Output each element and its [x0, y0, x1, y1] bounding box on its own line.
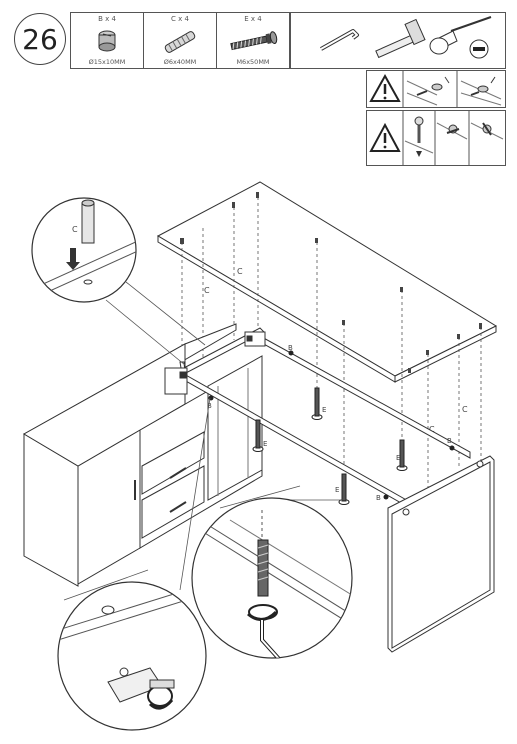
- wooden-dowel-icon: [164, 31, 196, 53]
- cam-bolt-icon: [230, 31, 278, 51]
- label-c-2: C: [204, 286, 210, 295]
- label-e-2: E: [263, 440, 267, 448]
- part-e-dimension: M6x50MM: [236, 58, 270, 66]
- sideboard-cabinet: [22, 323, 263, 587]
- part-b: B x 4 Ø15x10MM: [71, 13, 144, 68]
- detail-bolt-insertion: [191, 497, 353, 659]
- label-e-3: E: [396, 454, 400, 462]
- label-b-4: B: [376, 494, 381, 502]
- step-number-badge: 26: [14, 13, 66, 65]
- cam-locks: [208, 350, 455, 500]
- warning-panel-top: [366, 70, 506, 108]
- label-b-2: B: [207, 402, 212, 410]
- part-e: E x 4 M6x50MM: [217, 13, 289, 68]
- cam-lock-engage-icon: [436, 122, 468, 140]
- desk-side-leg: [387, 455, 495, 653]
- warning-triangle-icon: [369, 73, 401, 102]
- bolt-insertion-icon: [404, 116, 434, 157]
- cam-bolts: [252, 387, 408, 505]
- allen-key-icon: [320, 29, 359, 51]
- part-b-dimension: Ø15x10MM: [88, 58, 126, 66]
- cam-lock-tighten-icon: [470, 122, 504, 140]
- label-b-1: B: [288, 344, 293, 352]
- flat-screwdriver-icon: [429, 16, 492, 59]
- label-c-3: C: [462, 405, 468, 414]
- warning-triangle-icon: [369, 122, 401, 152]
- cam-lock-correct-orientation-icon: [406, 76, 450, 106]
- label-b-3: B: [447, 437, 452, 445]
- detail-dowel-insertion: C: [31, 197, 137, 303]
- label-c-4: C: [429, 425, 435, 434]
- hammer-icon: [375, 18, 426, 59]
- part-c-qty: C x 4: [171, 15, 189, 23]
- label-e-4: E: [335, 486, 339, 494]
- part-b-qty: B x 4: [98, 15, 116, 23]
- cam-lock-rotated-icon: [460, 76, 502, 106]
- desk-top-panel: [156, 181, 498, 383]
- label-c-1: C: [237, 267, 243, 276]
- cam-lock-icon: [98, 30, 116, 52]
- part-e-qty: E x 4: [244, 15, 262, 23]
- part-c: C x 4 Ø6x40MM: [144, 13, 217, 68]
- parts-list: B x 4 Ø15x10MM C x 4 Ø6x40MM E x 4: [70, 12, 290, 69]
- dowel-detail-label: C: [72, 225, 78, 234]
- tools-list: [290, 12, 506, 69]
- part-c-dimension: Ø6x40MM: [163, 58, 197, 66]
- warning-panel-bottom: [366, 110, 506, 166]
- step-number: 26: [22, 22, 58, 56]
- label-e-1: E: [322, 406, 326, 414]
- detail-cam-lock: [57, 581, 207, 731]
